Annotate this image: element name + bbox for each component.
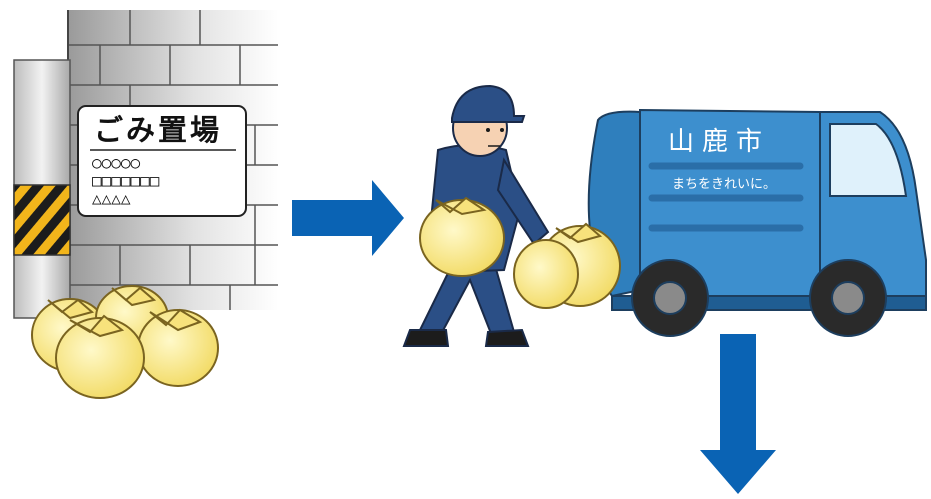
arrow-down-icon	[700, 334, 776, 494]
sanitation-worker	[404, 86, 548, 346]
sign-line-3: △△△△	[92, 189, 131, 208]
garbage-collection-point: ごみ置場 ○○○○○ □□□□□□□ △△△△	[14, 10, 278, 398]
truck-wheel-front	[810, 260, 886, 336]
worker-shoes	[404, 330, 528, 346]
sign-title: ごみ置場	[94, 113, 222, 147]
truck-wheel-rear	[632, 260, 708, 336]
worker-cap	[452, 86, 524, 122]
truck-city-name: 山鹿市	[668, 127, 770, 157]
carried-garbage-bag	[420, 198, 504, 276]
hazard-stripe-cover	[14, 185, 70, 255]
sign-line-2: □□□□□□□	[92, 171, 160, 190]
truck-slogan: まちをきれいに。	[672, 177, 776, 192]
collection-point-sign: ごみ置場 ○○○○○ □□□□□□□ △△△△	[78, 106, 246, 216]
sign-line-1: ○○○○○	[92, 153, 141, 172]
garbage-bag	[138, 310, 218, 386]
garbage-truck: 山鹿市 まちをきれいに。	[514, 110, 926, 336]
arrow-right-icon	[292, 180, 404, 256]
garbage-bag	[56, 316, 144, 398]
